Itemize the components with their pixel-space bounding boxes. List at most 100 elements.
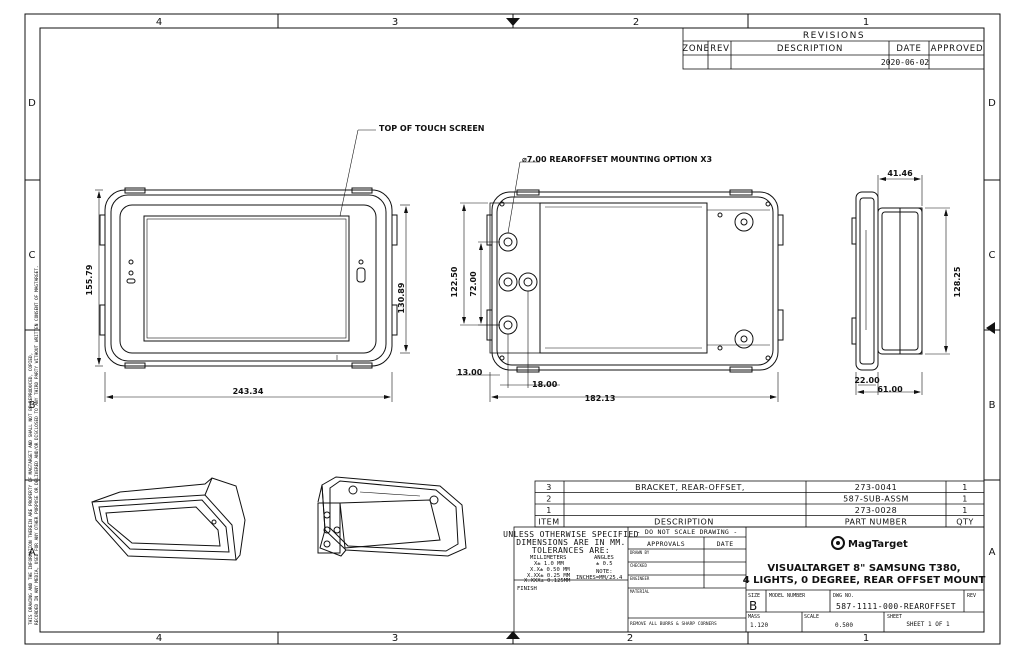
revisions-header-zone: ZONE xyxy=(682,44,709,54)
title-block: UNLESS OTHERWISE SPECIFIED DIMENSIONS AR… xyxy=(503,526,986,633)
revisions-title: REVISIONS xyxy=(803,31,865,41)
bom-header-part-number: PART NUMBER xyxy=(845,518,908,527)
dim-side-bottom-a: 22.00 xyxy=(854,376,880,385)
annotation-top-of-screen: TOP OF TOUCH SCREEN xyxy=(379,124,484,133)
magtarget-logo: MagTarget xyxy=(831,536,908,550)
size-label: SIZE xyxy=(748,593,760,599)
side-dimensions xyxy=(855,175,950,395)
tolerance-angle-value: ± 0.5 xyxy=(596,561,613,567)
center-mark-right xyxy=(986,322,995,334)
zone-label-top-4: 4 xyxy=(156,17,162,28)
zone-label-bottom-4: 4 xyxy=(156,633,162,644)
finish-label: FINISH xyxy=(517,586,537,592)
sheet-frame xyxy=(24,13,1001,645)
scale-label: SCALE xyxy=(804,614,819,620)
zone-label-bottom-3: 3 xyxy=(392,633,398,644)
bom-row1-description: BRACKET, REAR-OFFSET, xyxy=(635,483,745,492)
material-label: MATERIAL xyxy=(630,589,650,594)
tolerance-xxxx: X.XXX± 0.125MM xyxy=(524,578,571,584)
approvals-label: APPROVALS xyxy=(647,540,685,548)
center-mark-bottom xyxy=(506,631,520,639)
drawn-by-label: DRAWN BY xyxy=(630,550,650,555)
engineer-label: ENGINEER xyxy=(630,576,650,581)
bom-row3-qty: 1 xyxy=(962,506,968,515)
bom-row1-part: 273-0041 xyxy=(855,483,898,492)
zone-label-top-3: 3 xyxy=(392,17,398,28)
revisions-header-rev: REV xyxy=(710,44,730,54)
zone-label-top-1: 1 xyxy=(863,17,869,28)
revisions-header-description: DESCRIPTION xyxy=(777,44,843,54)
model-number-label: MODEL NUMBER xyxy=(769,593,806,599)
tolerance-xxx: X.XX± 0.25 MM xyxy=(527,573,571,579)
tolerance-angles: ANGLES xyxy=(594,555,614,561)
zone-label-right-c: C xyxy=(989,250,996,261)
dim-rear-height-inner: 72.00 xyxy=(469,271,478,297)
dim-front-inner-height: 130.89 xyxy=(397,282,406,313)
remove-burrs-note: REMOVE ALL BURRS & SHARP CORNERS xyxy=(630,621,717,627)
tolerance-note-label: NOTE: xyxy=(596,569,613,575)
side-view xyxy=(851,191,923,371)
magtarget-logo-icon xyxy=(831,536,845,550)
bom-row1-item: 3 xyxy=(546,483,552,492)
bom-row2-part: 587-SUB-ASSM xyxy=(843,495,909,504)
revisions-header-date: DATE xyxy=(896,44,921,54)
zone-label-right-b: B xyxy=(989,400,996,411)
drawing-title-line1: VISUALTARGET 8" SAMSUNG T380, xyxy=(767,563,960,574)
isometric-front-view xyxy=(91,477,246,561)
revisions-row-date: 2020-06-02 xyxy=(881,58,929,67)
zone-label-right-a: A xyxy=(989,547,996,558)
zone-label-right-d: D xyxy=(988,98,996,109)
dim-side-height: 128.25 xyxy=(953,266,962,297)
tolerance-units: MILLIMETERS xyxy=(530,555,566,561)
zone-label-left-d: D xyxy=(28,98,36,109)
bom-row2-item: 2 xyxy=(546,495,552,504)
checked-label: CHECKED xyxy=(630,563,647,568)
mass-label: MASS xyxy=(748,614,760,620)
tolerance-line1: UNLESS OTHERWISE SPECIFIED xyxy=(503,530,639,539)
zone-label-top-2: 2 xyxy=(633,17,639,28)
dim-side-top: 41.46 xyxy=(887,169,913,178)
dwg-no-label: DWG NO. xyxy=(833,593,854,599)
tolerance-note-inches: INCHES=MM/25.4 xyxy=(576,575,623,581)
dim-front-width: 243.34 xyxy=(233,387,264,396)
rear-view xyxy=(486,189,784,373)
rev-label: REV xyxy=(967,593,976,599)
sheet-label: SHEET xyxy=(887,614,902,620)
tolerance-xx: X.X± 0.50 MM xyxy=(530,567,570,573)
front-dimensions xyxy=(95,129,410,402)
bom-header-description: DESCRIPTION xyxy=(654,518,714,527)
scale-value: 0.500 xyxy=(835,622,853,629)
mass-value: 1.120 xyxy=(750,622,768,629)
zone-label-left-c: C xyxy=(29,250,36,261)
zone-label-bottom-1: 1 xyxy=(863,633,869,644)
bom-row1-qty: 1 xyxy=(962,483,968,492)
drawing-title-line2: 4 LIGHTS, 0 DEGREE, REAR OFFSET MOUNT xyxy=(743,575,986,586)
bom-row2-qty: 1 xyxy=(962,495,968,504)
revisions-header-approved: APPROVED xyxy=(931,44,984,54)
sheet-value: SHEET 1 OF 1 xyxy=(906,621,950,628)
bom-row3-part: 273-0028 xyxy=(855,506,898,515)
dim-rear-offset-left: 13.00 xyxy=(457,368,483,377)
dim-rear-offset-bottom: 18.00 xyxy=(532,380,558,389)
zone-label-bottom-2: 2 xyxy=(627,633,633,644)
side-notice-line2: RECORDED IN ANY MEDIA, USED FOR ANY OTHE… xyxy=(34,265,40,625)
rear-dimensions xyxy=(456,161,779,402)
tolerance-line3: TOLERANCES ARE: xyxy=(532,546,610,555)
isometric-rear-view xyxy=(317,476,467,557)
dim-side-bottom-b: 61.00 xyxy=(877,385,903,394)
front-view xyxy=(99,187,398,369)
company-name: MagTarget xyxy=(848,539,908,550)
bom-header-item: ITEM xyxy=(538,518,559,527)
dim-rear-width: 182.13 xyxy=(585,394,616,403)
side-notice-line1: THIS DRAWING AND THE INFORMATION THEREIN… xyxy=(28,353,34,625)
dim-front-height: 155.79 xyxy=(85,264,94,295)
zone-label-left-b: B xyxy=(29,400,36,411)
bom-table: 3 BRACKET, REAR-OFFSET, 273-0041 1 2 587… xyxy=(534,480,985,528)
magtarget-logo-center-icon xyxy=(836,541,840,545)
bom-header-qty: QTY xyxy=(956,518,974,527)
zone-label-left-a: A xyxy=(29,547,36,558)
tolerance-x: X± 1.0 MM xyxy=(534,561,564,567)
size-value: B xyxy=(749,599,757,613)
